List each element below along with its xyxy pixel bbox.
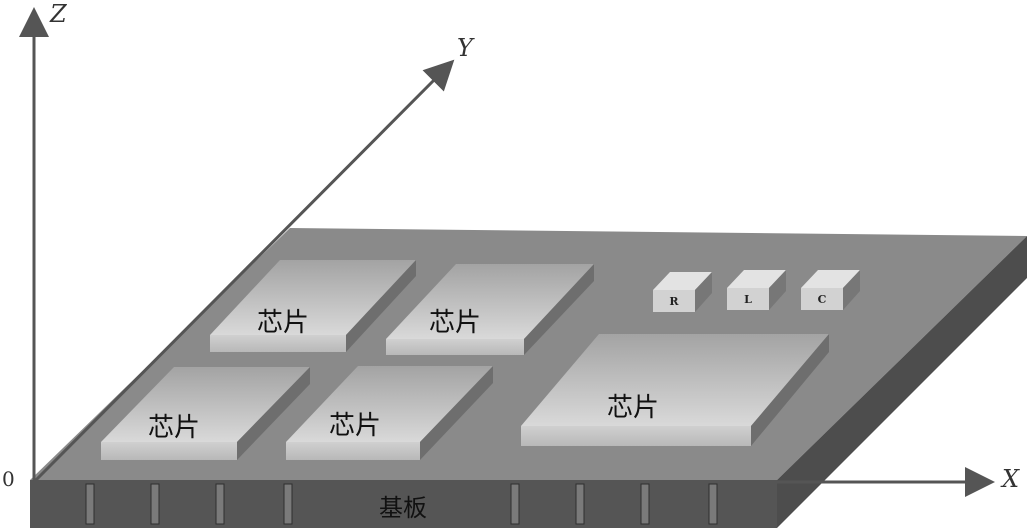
chip: 芯片 <box>521 334 829 446</box>
resistor-label: R <box>669 295 679 308</box>
chip: 芯片 <box>386 264 594 355</box>
chip-label: 芯片 <box>329 411 381 441</box>
origin-label: 0 <box>2 467 15 491</box>
chip-label: 芯片 <box>429 308 481 338</box>
pin <box>283 483 293 525</box>
resistor: R <box>653 272 712 312</box>
pin <box>85 483 95 525</box>
chip-label: 芯片 <box>148 413 200 443</box>
pin <box>640 483 650 525</box>
substrate-pins <box>85 483 718 525</box>
pin <box>150 483 160 525</box>
chip: 芯片 <box>210 260 416 352</box>
chip: 芯片 <box>286 366 493 460</box>
pin <box>215 483 225 525</box>
pin <box>510 483 520 525</box>
x-axis-label: X <box>1000 465 1020 493</box>
inductor-label: L <box>744 293 752 306</box>
chip-label: 芯片 <box>607 393 659 423</box>
substrate-right-side <box>777 236 1027 528</box>
chip: 芯片 <box>101 367 310 460</box>
z-axis-label: Z <box>49 0 68 28</box>
pin <box>708 483 718 525</box>
chip-label: 芯片 <box>257 308 309 338</box>
substrate-label: 基板 <box>379 494 427 522</box>
y-axis <box>32 59 455 484</box>
y-axis-label: Y <box>457 34 475 62</box>
capacitor: C <box>801 270 860 310</box>
capacitor-label: C <box>818 293 827 306</box>
inductor: L <box>727 270 786 310</box>
pin <box>575 483 585 525</box>
